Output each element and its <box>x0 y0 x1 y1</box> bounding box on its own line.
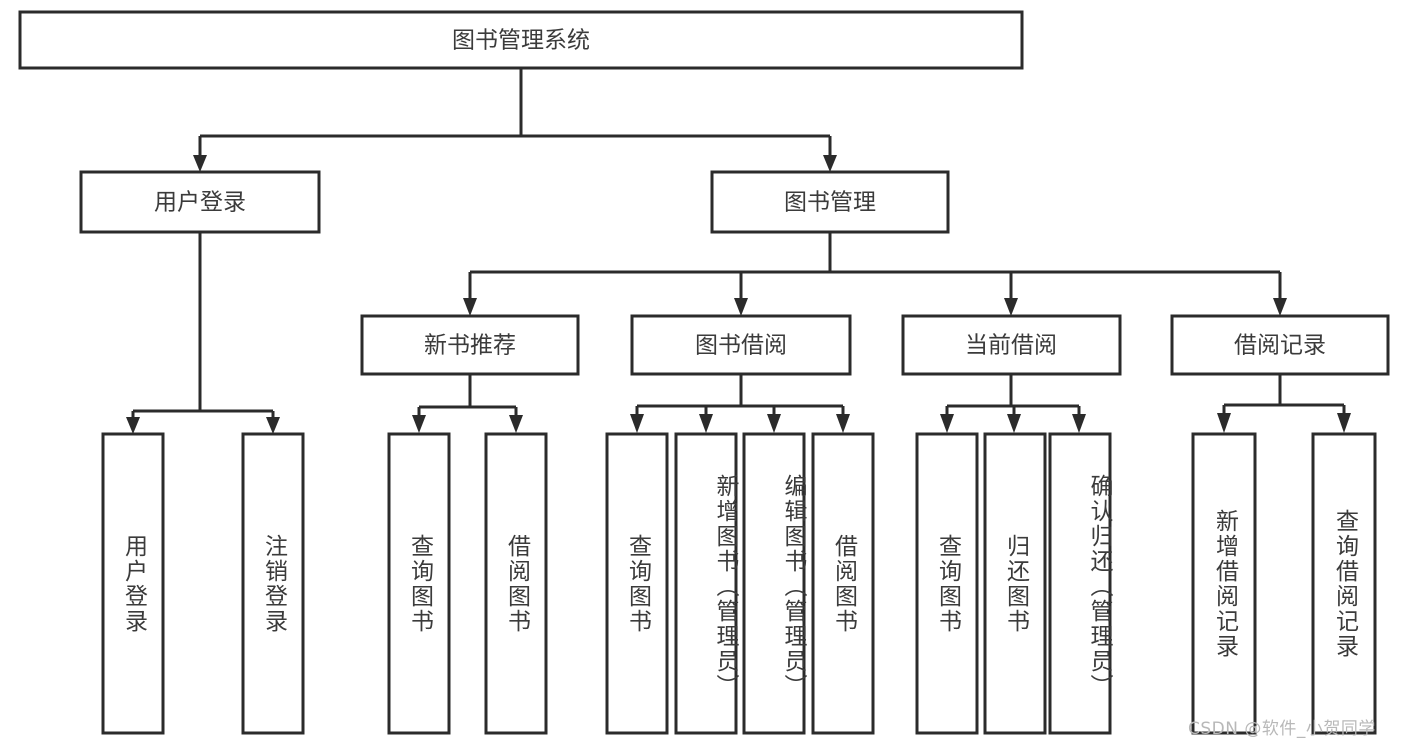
node-box-user-login[interactable] <box>79 170 321 234</box>
arrowhead-leaf-user-login <box>126 417 140 434</box>
node-box-leaf-add-record[interactable] <box>1191 432 1257 735</box>
node-box-leaf-user-login[interactable] <box>101 432 165 735</box>
node-box-leaf-logout[interactable] <box>241 432 305 735</box>
arrowhead-leaf-borrow-book-1 <box>509 415 523 433</box>
arrowhead-current-borrow <box>1004 298 1018 316</box>
node-box-leaf-borrow-book-1[interactable] <box>484 432 548 735</box>
connector-group-user-login <box>126 232 280 434</box>
arrowhead-leaf-borrow-book-2 <box>836 414 850 433</box>
watermark-text: CSDN @软件_小贺同学 <box>1188 719 1376 739</box>
node-box-leaf-query-book-2[interactable] <box>605 432 669 735</box>
arrowhead-borrow-record <box>1273 298 1287 316</box>
node-box-leaf-confirm-return[interactable] <box>1048 432 1112 735</box>
node-box-root[interactable] <box>18 10 1024 70</box>
arrowhead-leaf-return-book <box>1007 414 1021 433</box>
arrowhead-leaf-query-book-3 <box>940 414 954 433</box>
node-box-leaf-query-book-3[interactable] <box>915 432 979 735</box>
arrowhead-leaf-confirm-return <box>1072 414 1086 433</box>
node-label-new-book-rec: 新书推荐 <box>424 333 516 359</box>
connector-group-borrow-record <box>1217 374 1351 433</box>
arrowhead-book-manage <box>823 155 837 172</box>
arrowhead-leaf-edit-book <box>767 414 781 433</box>
arrowhead-leaf-query-book-2 <box>630 414 644 433</box>
node-label-borrow-record: 借阅记录 <box>1234 333 1326 359</box>
node-box-leaf-add-book[interactable] <box>674 432 738 735</box>
arrowhead-leaf-add-record <box>1217 413 1231 433</box>
node-box-leaf-query-book-1[interactable] <box>387 432 451 735</box>
arrowhead-leaf-query-record <box>1337 413 1351 433</box>
node-label-current-borrow: 当前借阅 <box>965 333 1057 359</box>
connector-group-root <box>193 68 837 172</box>
node-box-leaf-return-book[interactable] <box>983 432 1047 735</box>
node-label-user-login: 用户登录 <box>154 190 246 216</box>
node-box-new-book-rec[interactable] <box>360 314 580 376</box>
node-box-leaf-edit-book[interactable] <box>742 432 806 735</box>
connector-group-new-book-rec <box>412 374 523 433</box>
node-box-borrow-record[interactable] <box>1170 314 1390 376</box>
arrowhead-leaf-add-book <box>699 414 713 433</box>
node-label-book-borrow: 图书借阅 <box>695 333 787 359</box>
node-box-book-borrow[interactable] <box>630 314 852 376</box>
arrowhead-book-borrow <box>734 298 748 316</box>
connector-group-book-manage <box>463 232 1287 316</box>
node-label-book-manage: 图书管理 <box>784 190 876 216</box>
connector-group-current-borrow <box>940 374 1086 433</box>
node-box-leaf-query-record[interactable] <box>1311 432 1377 735</box>
connector-group-book-borrow <box>630 374 850 433</box>
node-box-current-borrow[interactable] <box>901 314 1122 376</box>
node-label-root: 图书管理系统 <box>452 28 590 54</box>
arrowhead-leaf-query-book-1 <box>412 415 426 433</box>
arrowhead-new-book-rec <box>463 298 477 316</box>
arrowhead-leaf-logout <box>266 417 280 434</box>
arrowhead-user-login <box>193 155 207 172</box>
node-box-leaf-borrow-book-2[interactable] <box>811 432 875 735</box>
node-box-book-manage[interactable] <box>710 170 950 234</box>
